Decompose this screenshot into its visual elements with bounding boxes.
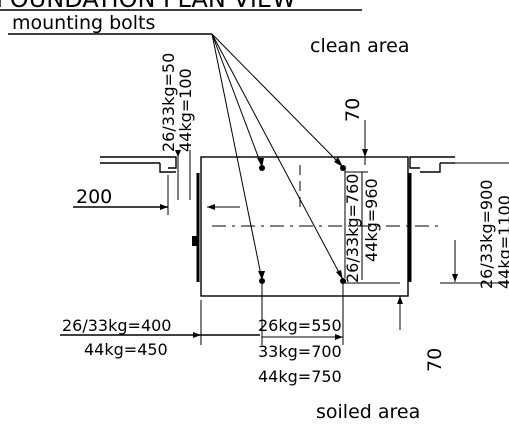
- bolt-width-dim-1: 26kg=550: [258, 316, 342, 335]
- top-small-dim-2: 44kg=100: [176, 68, 195, 152]
- mounting-bolts: [259, 165, 346, 284]
- overall-depth-dimension: [440, 162, 509, 284]
- bottom-offset-dim: 70: [424, 348, 446, 372]
- bolt-width-dimension: [261, 284, 344, 345]
- bolt-width-dim-2: 33kg=700: [258, 342, 342, 361]
- left-width-dimension: [60, 300, 260, 345]
- left-width-dim-2: 44kg=450: [84, 340, 168, 359]
- left-width-dim-1: 26/33kg=400: [62, 316, 171, 335]
- soiled-area-label: soiled area: [316, 401, 420, 423]
- overall-depth-dim-2: 44kg=1100: [495, 195, 509, 289]
- top-offset-dimension: [345, 120, 368, 173]
- top-offset-dim: 70: [342, 98, 364, 122]
- clean-area-label: clean area: [310, 35, 410, 57]
- machine-handle: [192, 236, 197, 246]
- bolt-width-dim-3: 44kg=750: [258, 367, 342, 386]
- floor-edges: [100, 156, 455, 173]
- bottom-offset-dimension: [397, 296, 403, 330]
- bolt-span-dim-1: 26/33kg=760: [343, 174, 362, 283]
- top-small-dim-1: 26/33kg=50: [159, 53, 178, 152]
- bolt-span-dim-2: 44kg=960: [362, 178, 381, 262]
- bolt-span-dimension: [344, 170, 400, 284]
- left-offset-dimension: [73, 175, 240, 215]
- top-small-dimension: [175, 150, 191, 200]
- left-offset-dim: 200: [76, 186, 112, 208]
- overall-depth-dim-1: 26/33kg=900: [477, 180, 496, 289]
- mounting-bolts-label: mounting bolts: [12, 12, 155, 34]
